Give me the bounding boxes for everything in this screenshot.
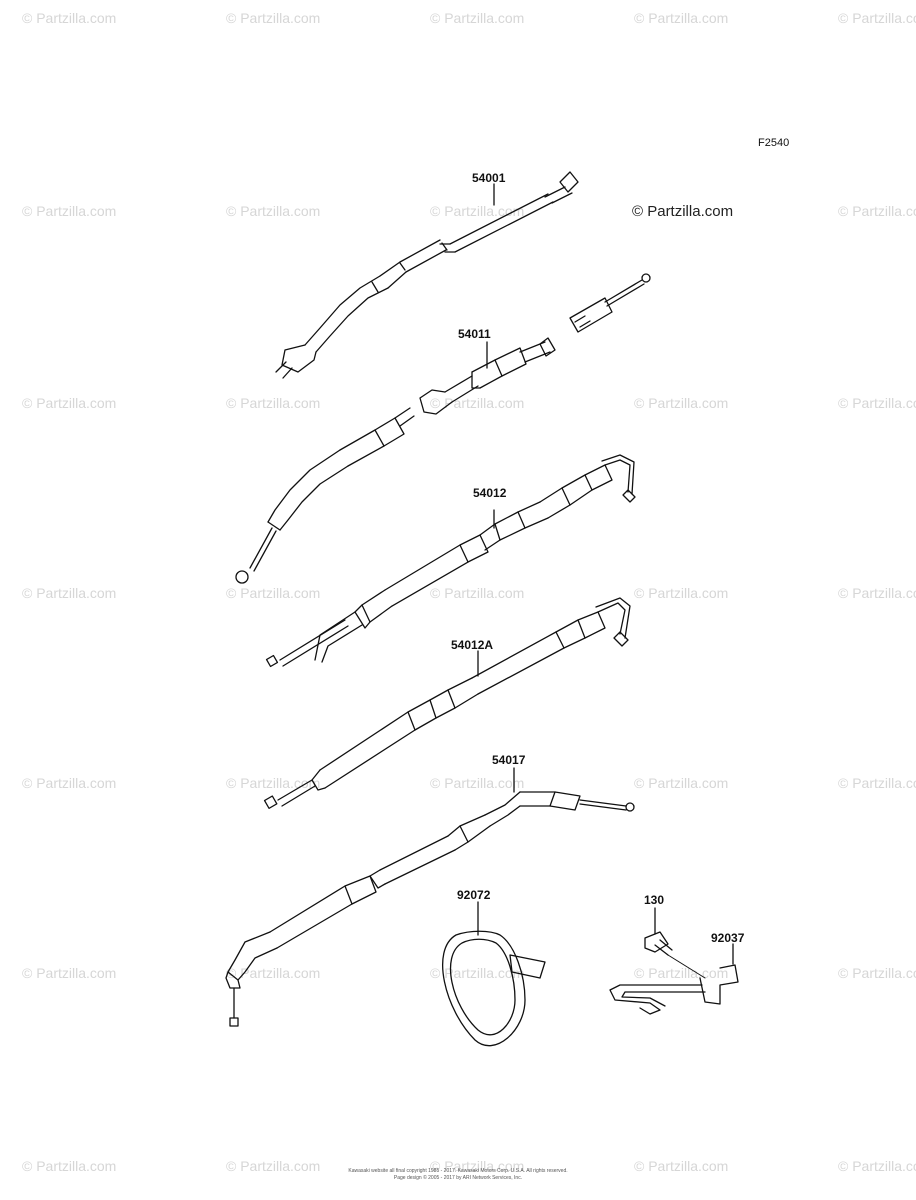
watermark: © Partzilla.com: [430, 585, 525, 601]
watermark: © Partzilla.com: [838, 203, 916, 219]
brand-copyright: © Partzilla.com: [632, 203, 734, 220]
footer-design-credit: Page design © 2005 - 2017 by ARI Network…: [393, 1175, 523, 1181]
part-label-92072[interactable]: 92072: [457, 888, 491, 902]
choke-cable-54017[interactable]: [225, 791, 635, 1027]
figure-code: F2540: [758, 137, 790, 149]
watermark: © Partzilla.com: [430, 395, 525, 411]
watermark: © Partzilla.com: [226, 1158, 321, 1174]
watermark: © Partzilla.com: [226, 203, 321, 219]
watermark: © Partzilla.com: [430, 965, 525, 981]
bolt-130[interactable]: [644, 931, 673, 956]
watermark: © Partzilla.com: [634, 395, 729, 411]
watermark: © Partzilla.com: [634, 1158, 729, 1174]
part-label-54001[interactable]: 54001: [472, 171, 506, 185]
watermark: © Partzilla.com: [226, 585, 321, 601]
watermark: © Partzilla.com: [838, 965, 916, 981]
watermark: © Partzilla.com: [430, 775, 525, 791]
watermark: © Partzilla.com: [22, 585, 117, 601]
watermark: © Partzilla.com: [838, 1158, 916, 1174]
part-label-130[interactable]: 130: [644, 893, 665, 907]
watermark: © Partzilla.com: [838, 10, 916, 26]
watermark: © Partzilla.com: [634, 10, 729, 26]
watermark: © Partzilla.com: [838, 395, 916, 411]
speedometer-cable-54001[interactable]: [275, 171, 579, 379]
part-label-54012A[interactable]: 54012A: [451, 638, 494, 652]
part-label-54017[interactable]: 54017: [492, 753, 526, 767]
watermark: © Partzilla.com: [634, 775, 729, 791]
watermark: © Partzilla.com: [22, 1158, 117, 1174]
watermark: © Partzilla.com: [226, 10, 321, 26]
watermark: © Partzilla.com: [22, 10, 117, 26]
watermark: © Partzilla.com: [838, 585, 916, 601]
watermark: © Partzilla.com: [634, 965, 729, 981]
throttle-cable-54012A[interactable]: [263, 597, 631, 809]
part-label-54012[interactable]: 54012: [473, 486, 507, 500]
watermark: © Partzilla.com: [226, 775, 321, 791]
clamp-92037[interactable]: [609, 954, 739, 1015]
throttle-cable-54012[interactable]: [265, 454, 636, 668]
footer-copyright: Kawasaki website all final copyright 198…: [348, 1168, 568, 1174]
watermark: © Partzilla.com: [226, 965, 321, 981]
band-92072[interactable]: [442, 930, 546, 1047]
watermark: © Partzilla.com: [634, 585, 729, 601]
watermark: © Partzilla.com: [22, 965, 117, 981]
watermark: © Partzilla.com: [430, 10, 525, 26]
watermark: © Partzilla.com: [430, 203, 525, 219]
watermark: © Partzilla.com: [226, 395, 321, 411]
clutch-cable-54011[interactable]: [235, 273, 651, 584]
part-label-54011[interactable]: 54011: [458, 327, 491, 341]
watermark: © Partzilla.com: [838, 775, 916, 791]
watermark: © Partzilla.com: [430, 1158, 525, 1174]
part-label-92037[interactable]: 92037: [711, 931, 745, 945]
watermark: © Partzilla.com: [22, 203, 117, 219]
watermark: © Partzilla.com: [22, 775, 117, 791]
watermark: © Partzilla.com: [22, 395, 117, 411]
